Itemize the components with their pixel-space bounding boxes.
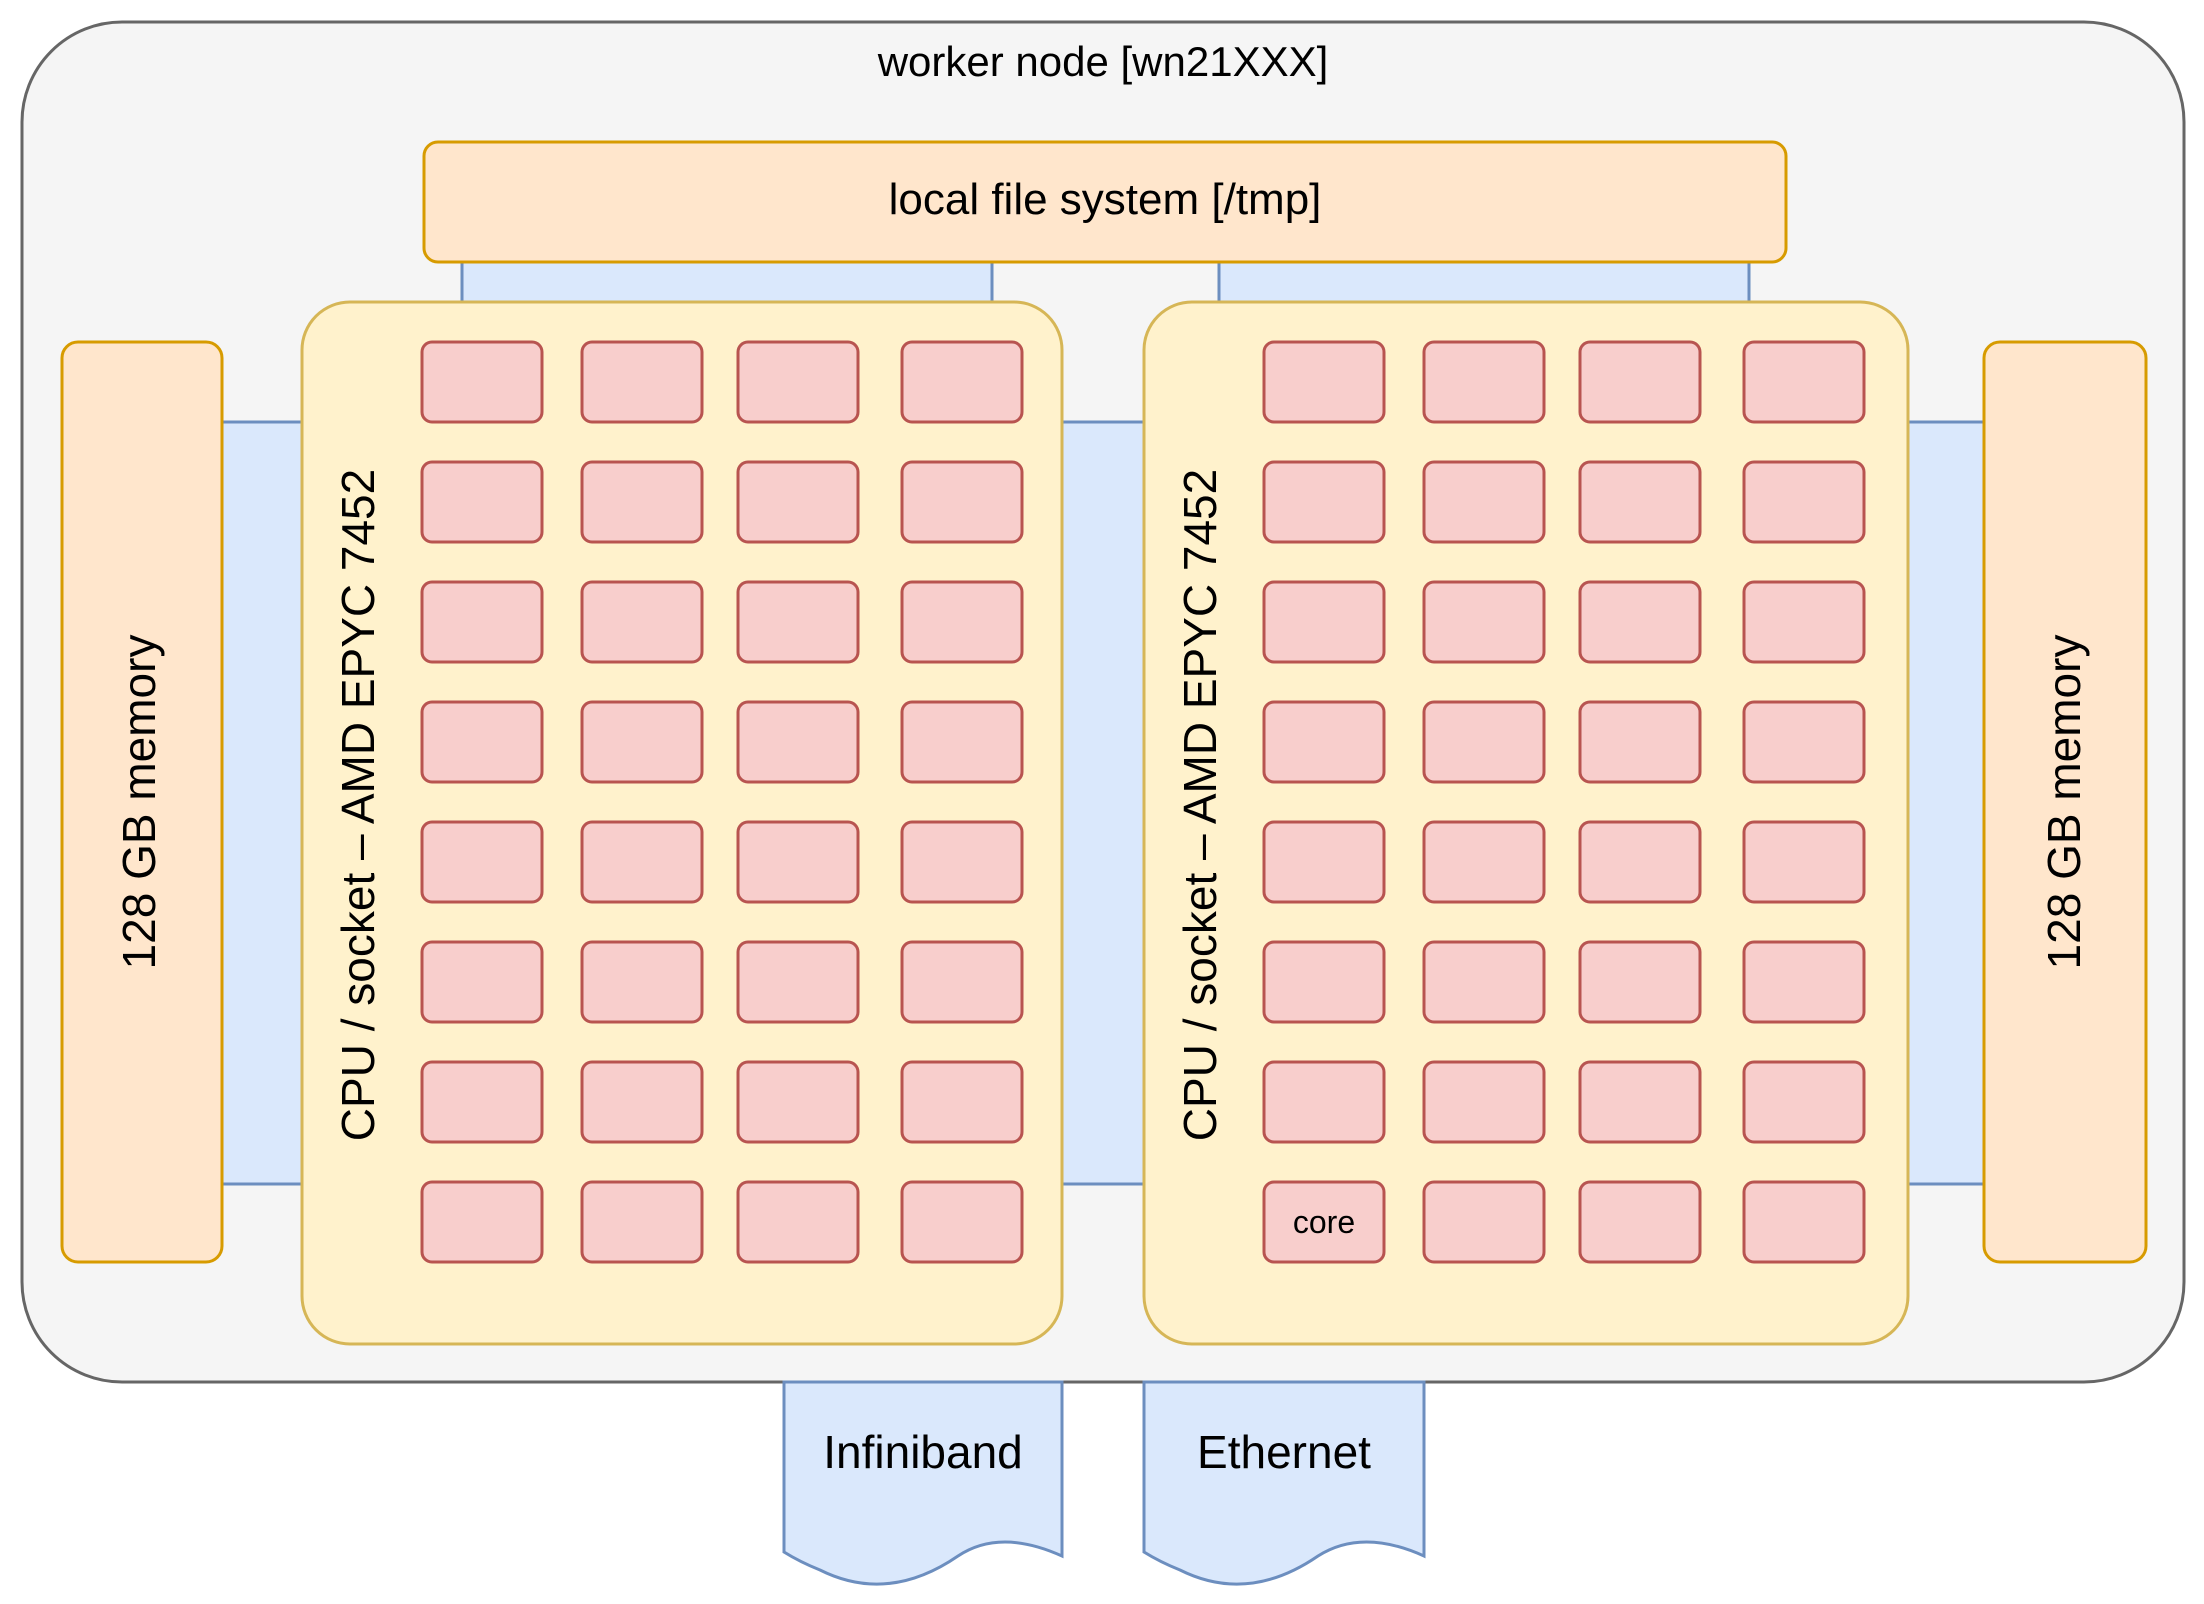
cpu-core — [580, 940, 704, 1024]
cpu-core — [1578, 580, 1702, 664]
cpu-core — [736, 1180, 860, 1264]
cpu-core — [1742, 1180, 1866, 1264]
cpu-core — [420, 340, 544, 424]
cpu-core — [1742, 580, 1866, 664]
cpu-core — [1262, 460, 1386, 544]
cpu-core — [580, 340, 704, 424]
cpu-core — [1422, 700, 1546, 784]
cpu-core — [580, 820, 704, 904]
cpu-core — [900, 1060, 1024, 1144]
cpu-core — [1422, 820, 1546, 904]
cpu-core — [1422, 1180, 1546, 1264]
cpu-core — [1742, 820, 1866, 904]
cpu-right-label: CPU / socket – AMD EPYC 7452 — [1174, 469, 1226, 1141]
memory-right-label: 128 GB memory — [2038, 635, 2090, 970]
cpu-core — [1422, 1060, 1546, 1144]
cpu-core — [736, 460, 860, 544]
core-label: core — [1293, 1204, 1355, 1240]
cpu-core — [1578, 460, 1702, 544]
cpu-core — [736, 1060, 860, 1144]
cpu-core — [580, 580, 704, 664]
cpu-core — [1578, 340, 1702, 424]
cpu-core — [736, 700, 860, 784]
infiniband-port — [782, 1380, 1064, 1586]
cpu-core — [420, 1180, 544, 1264]
local-filesystem-label: local file system [/tmp] — [889, 175, 1322, 224]
cpu-core — [736, 820, 860, 904]
cpu-core — [420, 940, 544, 1024]
cpu-core — [1742, 340, 1866, 424]
cpu-core — [580, 1060, 704, 1144]
cpu-core — [900, 700, 1024, 784]
cpu-core — [1742, 700, 1866, 784]
local-filesystem-box — [422, 140, 1788, 264]
ethernet-port — [1142, 1380, 1426, 1586]
cpu-core — [420, 820, 544, 904]
memory-left-box — [60, 340, 224, 1264]
cpu-core — [900, 820, 1024, 904]
cpu-left-cores — [420, 340, 1024, 1264]
cpu-core — [900, 340, 1024, 424]
cpu-core — [736, 340, 860, 424]
memory-left-label: 128 GB memory — [113, 635, 165, 970]
cpu-core — [1578, 1180, 1702, 1264]
cpu-core — [1262, 820, 1386, 904]
cpu-core — [1578, 940, 1702, 1024]
cpu-core — [1262, 940, 1386, 1024]
cpu-core — [1742, 460, 1866, 544]
cpu-core — [1422, 460, 1546, 544]
cpu-core — [1742, 1060, 1866, 1144]
cpu-core — [900, 940, 1024, 1024]
infiniband-label: Infiniband — [823, 1426, 1023, 1478]
cpu-core — [736, 580, 860, 664]
cpu-core — [736, 940, 860, 1024]
cpu-core — [420, 580, 544, 664]
cpu-core — [1578, 700, 1702, 784]
memory-right-box — [1982, 340, 2148, 1264]
cpu-core — [900, 580, 1024, 664]
cpu-core — [580, 460, 704, 544]
cpu-core — [420, 1060, 544, 1144]
cpu-core — [1422, 340, 1546, 424]
cpu-core — [1262, 1180, 1386, 1264]
cpu-left-label: CPU / socket – AMD EPYC 7452 — [332, 469, 384, 1141]
cpu-right-cores: core — [1262, 340, 1866, 1264]
cpu-core — [1742, 940, 1866, 1024]
cpu-core — [1578, 820, 1702, 904]
cpu-core — [1422, 940, 1546, 1024]
ethernet-label: Ethernet — [1197, 1426, 1371, 1478]
cpu-core — [1262, 580, 1386, 664]
cpu-core — [420, 700, 544, 784]
cpu-core — [900, 460, 1024, 544]
worker-node-label: worker node [wn21XXX] — [877, 38, 1329, 85]
cpu-core — [1262, 1060, 1386, 1144]
cpu-core — [420, 460, 544, 544]
cpu-core — [580, 700, 704, 784]
cpu-core — [1262, 340, 1386, 424]
cpu-core — [900, 1180, 1024, 1264]
cpu-core — [580, 1180, 704, 1264]
cpu-core — [1578, 1060, 1702, 1144]
cpu-core — [1422, 580, 1546, 664]
cpu-core — [1262, 700, 1386, 784]
